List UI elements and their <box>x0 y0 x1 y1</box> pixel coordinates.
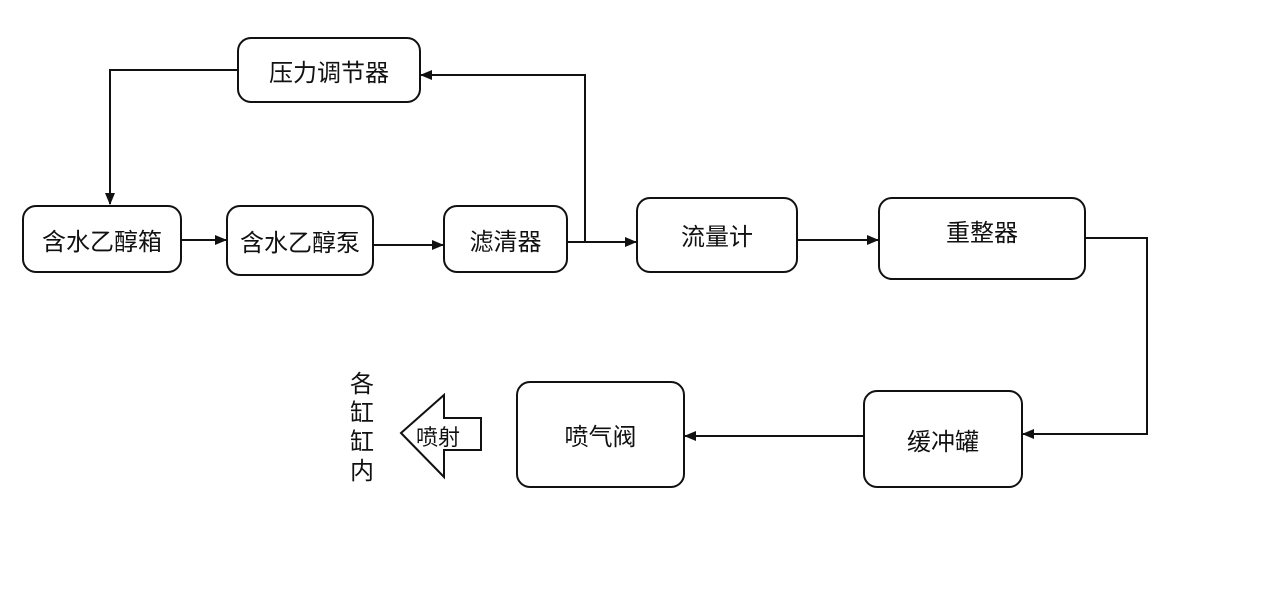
injection-arrow-shape <box>399 392 482 480</box>
destination-char: 内 <box>350 457 374 485</box>
node-filter: 滤清器 <box>443 205 568 273</box>
node-label: 压力调节器 <box>269 58 389 87</box>
node-reformer: 重整器 <box>878 197 1086 280</box>
node-label: 含水乙醇箱 <box>42 227 162 256</box>
node-label: 喷气阀 <box>564 423 637 451</box>
node-ethanol-pump: 含水乙醇泵 <box>226 205 374 276</box>
node-label: 流量计 <box>681 223 753 251</box>
node-label: 含水乙醇泵 <box>240 229 360 257</box>
node-ethanol-tank: 含水乙醇箱 <box>22 205 182 273</box>
edge-filter-to-regulator <box>420 70 586 242</box>
destination-char: 缸 <box>350 399 374 427</box>
node-pressure-regulator: 压力调节器 <box>237 37 421 103</box>
node-flow-meter: 流量计 <box>636 197 798 273</box>
node-label: 重整器 <box>946 219 1018 247</box>
destination-char: 缸 <box>350 428 374 456</box>
edge-reformer-to-buffer <box>1022 237 1148 439</box>
node-label: 缓冲罐 <box>907 427 979 456</box>
node-injection-valve: 喷气阀 <box>516 381 685 488</box>
node-label: 滤清器 <box>469 227 542 256</box>
injection-arrow-label: 喷射 <box>416 426 461 451</box>
edge-regulator-to-tank <box>105 69 238 205</box>
destination-char: 各 <box>350 370 374 398</box>
destination-label: 各 缸 缸 内 <box>347 370 377 486</box>
node-buffer-tank: 缓冲罐 <box>863 390 1023 488</box>
